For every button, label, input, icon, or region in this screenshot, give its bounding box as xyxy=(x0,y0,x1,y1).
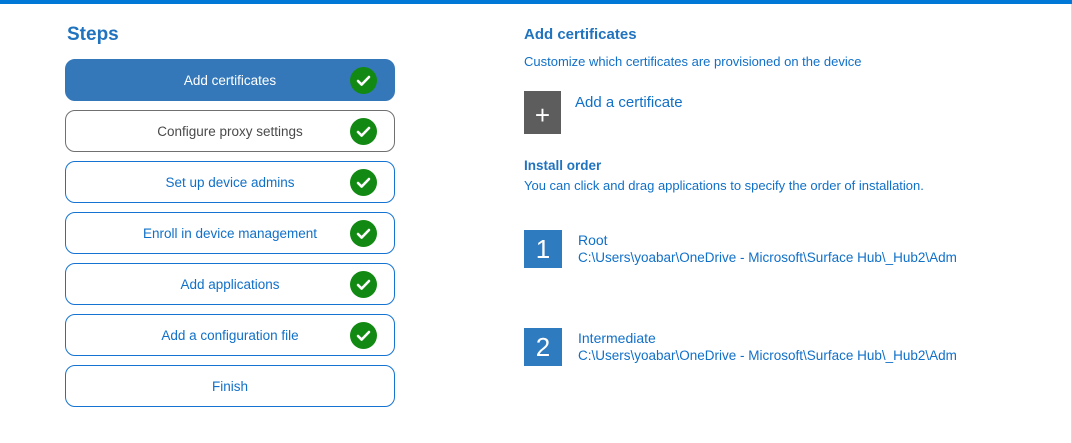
add-certificate-row: + Add a certificate xyxy=(524,91,1070,134)
install-item-meta: Root C:\Users\yoabar\OneDrive - Microsof… xyxy=(578,230,957,266)
step-add-applications[interactable]: Add applications xyxy=(65,263,395,305)
step-label: Set up device admins xyxy=(165,174,295,190)
page-subtitle: Customize which certificates are provisi… xyxy=(524,54,862,69)
certificate-path: C:\Users\yoabar\OneDrive - Microsoft\Sur… xyxy=(578,250,957,265)
step-label: Add applications xyxy=(180,276,280,292)
check-icon xyxy=(350,219,377,247)
step-finish[interactable]: Finish xyxy=(65,365,395,407)
install-item-intermediate[interactable]: 2 Intermediate C:\Users\yoabar\OneDrive … xyxy=(524,328,1070,366)
check-icon xyxy=(350,66,377,94)
step-set-up-device-admins[interactable]: Set up device admins xyxy=(65,161,395,203)
add-certificate-button[interactable]: + xyxy=(524,91,561,134)
step-enroll-in-device-management[interactable]: Enroll in device management xyxy=(65,212,395,254)
step-label: Enroll in device management xyxy=(142,225,318,241)
certificate-name: Root xyxy=(578,232,608,248)
certificate-name: Intermediate xyxy=(578,330,656,346)
page-title: Add certificates xyxy=(524,26,637,43)
step-label: Finish xyxy=(211,378,248,394)
order-number-badge: 1 xyxy=(524,230,562,268)
check-icon xyxy=(350,321,377,349)
check-icon xyxy=(350,168,377,196)
step-add-certificates[interactable]: Add certificates xyxy=(65,59,395,101)
add-certificate-label[interactable]: Add a certificate xyxy=(575,94,683,111)
install-order-instruction: You can click and drag applications to s… xyxy=(524,178,924,193)
step-label: Add a configuration file xyxy=(161,327,299,343)
certificate-path: C:\Users\yoabar\OneDrive - Microsoft\Sur… xyxy=(578,348,957,363)
install-order-title: Install order xyxy=(524,158,602,173)
step-label: Configure proxy settings xyxy=(157,123,303,139)
steps-list: Add certificates Configure proxy setting… xyxy=(65,59,397,407)
check-icon xyxy=(350,270,377,298)
window-accent-bar xyxy=(0,0,1072,4)
plus-icon: + xyxy=(534,99,551,130)
step-label: Add certificates xyxy=(183,72,277,88)
steps-panel: Steps Add certificates Configure proxy s… xyxy=(65,24,397,407)
content-panel: Add certificates Customize which certifi… xyxy=(524,26,1070,366)
step-add-a-configuration-file[interactable]: Add a configuration file xyxy=(65,314,395,356)
step-configure-proxy-settings[interactable]: Configure proxy settings xyxy=(65,110,395,152)
install-item-root[interactable]: 1 Root C:\Users\yoabar\OneDrive - Micros… xyxy=(524,230,1070,268)
steps-panel-title: Steps xyxy=(67,24,119,45)
install-item-meta: Intermediate C:\Users\yoabar\OneDrive - … xyxy=(578,328,957,364)
order-number-badge: 2 xyxy=(524,328,562,366)
check-icon xyxy=(350,117,377,145)
